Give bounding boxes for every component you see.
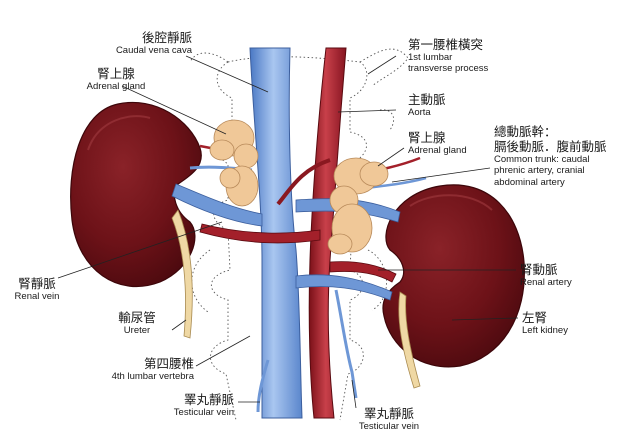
label-renal-vein-en: Renal vein [14, 291, 60, 302]
label-caudal-vena-cava: 後腔靜脈 Caudal vena cava [84, 30, 192, 56]
label-common-trunk-zh2: 膈後動脈．腹前動脈 [494, 139, 607, 154]
label-renal-artery-en: Renal artery [520, 277, 572, 288]
label-fourth-lumbar: 第四腰椎 4th lumbar vertebra [94, 356, 194, 382]
label-testicular-vein-left-en: Testicular vein [358, 421, 420, 432]
label-adrenal-gland-left-zh: 腎上腺 [408, 130, 446, 145]
label-renal-vein-zh: 腎靜脈 [18, 276, 56, 291]
label-renal-artery-zh: 腎動脈 [520, 262, 558, 277]
label-first-lumbar-en: 1st lumbar [408, 52, 453, 63]
label-first-lumbar-en2: transverse process [408, 63, 489, 75]
label-left-kidney: 左腎 Left kidney [522, 310, 568, 336]
label-testicular-vein-right-en: Testicular vein [173, 407, 234, 418]
label-testicular-vein-left: 睪丸靜脈 Testicular vein [344, 406, 434, 432]
left-renal-artery-shape [329, 261, 397, 283]
right-renal-vein-shape [171, 183, 263, 227]
label-common-trunk-en2: phrenic artery, cranial [494, 165, 585, 177]
left-adrenal-gland-shape [327, 157, 389, 255]
label-fourth-lumbar-zh: 第四腰椎 [143, 356, 194, 371]
label-adrenal-gland-right: 腎上腺 Adrenal gland [68, 66, 164, 92]
right-testicular-vein-shape [256, 359, 270, 413]
label-caudal-vena-cava-en: Caudal vena cava [115, 45, 192, 56]
label-first-lumbar: 第一腰椎橫突 1st lumbar transverse process [408, 37, 488, 75]
label-common-trunk: 總動脈幹： 膈後動脈．腹前動脈 Common trunk: caudal phr… [494, 124, 607, 188]
label-left-kidney-zh: 左腎 [522, 310, 548, 325]
label-adrenal-gland-left: 腎上腺 Adrenal gland [408, 130, 467, 156]
leader-lines [57, 55, 519, 409]
label-ureter-en: Ureter [123, 325, 151, 336]
left-ureter-shape [398, 291, 421, 389]
label-aorta-zh: 主動脈 [408, 92, 446, 107]
right-adrenal-gland-shape [209, 119, 259, 207]
label-caudal-vena-cava-zh: 後腔靜脈 [141, 30, 192, 45]
left-testicular-vein-shape [334, 289, 358, 399]
label-renal-vein: 腎靜脈 Renal vein [4, 276, 70, 302]
label-aorta: 主動脈 Aorta [408, 92, 446, 118]
right-renal-artery-shape [199, 223, 321, 244]
label-adrenal-gland-right-zh: 腎上腺 [97, 66, 135, 81]
label-ureter: 輸尿管 Ureter [106, 310, 168, 336]
label-testicular-vein-left-zh: 睪丸靜脈 [363, 406, 414, 421]
label-renal-artery: 腎動脈 Renal artery [520, 262, 572, 288]
left-kidney-shape [382, 184, 525, 368]
right-ureter-shape [171, 209, 193, 339]
label-first-lumbar-zh: 第一腰椎橫突 [408, 37, 484, 52]
label-common-trunk-en3: abdominal artery [494, 176, 565, 188]
label-aorta-en: Aorta [408, 107, 431, 118]
label-adrenal-gland-left-en: Adrenal gland [408, 145, 467, 156]
label-testicular-vein-right-zh: 睪丸靜脈 [183, 392, 234, 407]
label-testicular-vein-right: 睪丸靜脈 Testicular vein [136, 392, 234, 418]
label-fourth-lumbar-en: 4th lumbar vertebra [111, 371, 194, 382]
label-ureter-zh: 輸尿管 [118, 310, 156, 325]
label-common-trunk-zh: 總動脈幹： [494, 124, 557, 139]
label-adrenal-gland-right-en: Adrenal gland [86, 81, 146, 92]
label-left-kidney-en: Left kidney [522, 325, 568, 336]
label-common-trunk-en: Common trunk: caudal [494, 154, 590, 165]
